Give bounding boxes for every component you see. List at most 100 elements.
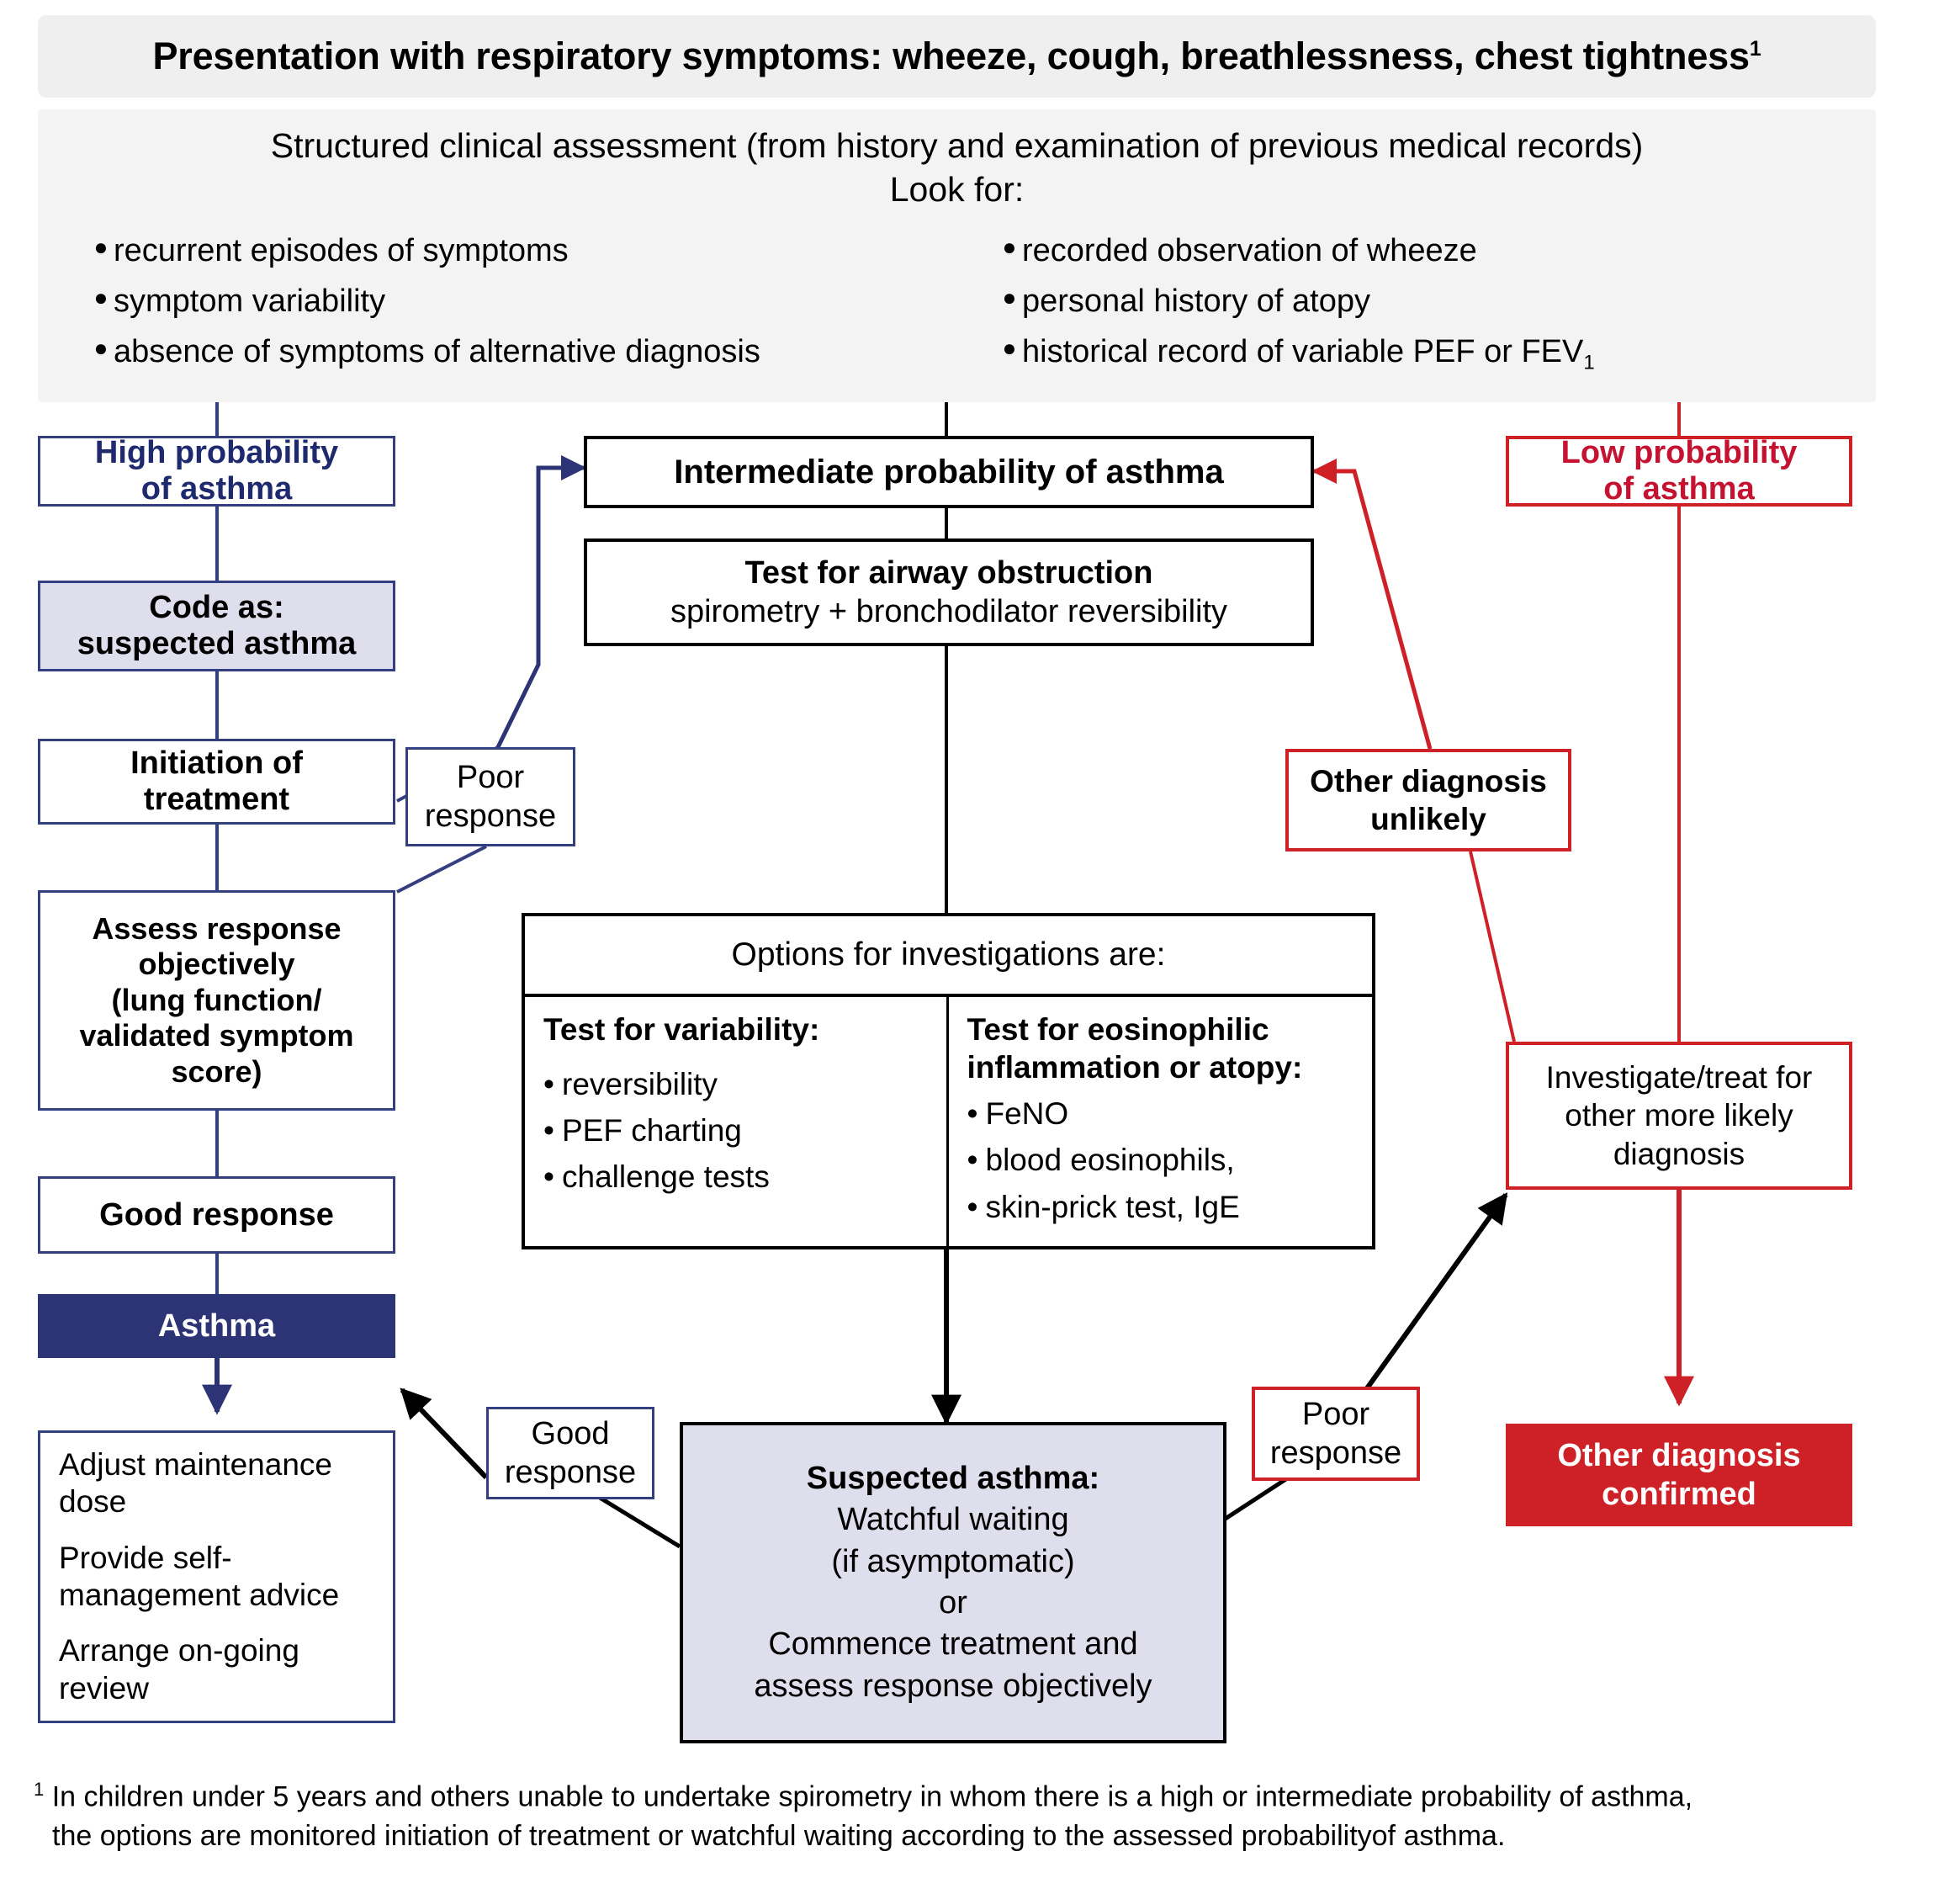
- node-line: review: [59, 1670, 149, 1706]
- list-item: •skin-prick test, IgE: [967, 1188, 1358, 1226]
- node-code-as-suspected-asthma[interactable]: Code as: suspected asthma: [38, 581, 395, 671]
- bullet-icon: •: [543, 1067, 554, 1102]
- header-banner: Presentation with respiratory symptoms: …: [38, 15, 1876, 98]
- node-other-diagnosis-unlikely[interactable]: Other diagnosis unlikely: [1285, 749, 1571, 851]
- options-column-title-line: inflammation or atopy:: [967, 1050, 1303, 1085]
- node-line: Suspected asthma:: [806, 1460, 1100, 1496]
- list-item-label: FeNO: [985, 1096, 1069, 1132]
- node-line: Good response: [99, 1196, 334, 1233]
- assessment-look-for-label: Look for:: [889, 170, 1025, 209]
- node-other-diagnosis-confirmed[interactable]: Other diagnosis confirmed: [1506, 1424, 1852, 1526]
- footnote-marker: 1: [34, 1779, 45, 1800]
- list-item-label-main: historical record of variable PEF or FEV: [1022, 333, 1584, 369]
- page-title-text: Presentation with respiratory symptoms: …: [152, 34, 1750, 77]
- list-item: ● recurrent episodes of symptoms: [88, 229, 972, 274]
- options-table-header: Options for investigations are:: [525, 916, 1372, 997]
- node-line: response: [1269, 1435, 1402, 1471]
- list-item-label: blood eosinophils,: [985, 1143, 1235, 1178]
- node-line: Intermediate probability of asthma: [674, 453, 1224, 491]
- bullet-icon: ●: [1002, 234, 1017, 260]
- bullet-icon: ●: [93, 234, 109, 260]
- assessment-bullets-left: ● recurrent episodes of symptoms ● sympt…: [88, 229, 972, 380]
- list-item: ● personal history of atopy: [997, 279, 1888, 325]
- node-line: response: [504, 1455, 637, 1490]
- node-line: Provide self-: [59, 1540, 232, 1575]
- node-initiation-of-treatment[interactable]: Initiation of treatment: [38, 739, 395, 825]
- bullet-icon: •: [967, 1143, 978, 1178]
- node-line: other more likely: [1565, 1098, 1793, 1133]
- node-good-response-bottom[interactable]: Good response: [486, 1407, 654, 1499]
- node-line: Other diagnosis: [1310, 763, 1547, 798]
- list-item-label: historical record of variable PEF or FEV…: [1022, 330, 1888, 378]
- node-high-probability-of-asthma[interactable]: High probability of asthma: [38, 435, 395, 507]
- node-line: Low probability: [1560, 435, 1798, 470]
- list-item-label: symptom variability: [114, 283, 386, 319]
- list-item-label: PEF charting: [562, 1113, 742, 1149]
- bullet-icon: •: [543, 1113, 554, 1149]
- node-options-for-investigations[interactable]: Options for investigations are: Test for…: [522, 913, 1375, 1253]
- node-asthma[interactable]: Asthma: [38, 1294, 395, 1358]
- node-line: Assess response: [92, 910, 342, 946]
- node-line: dose: [59, 1484, 127, 1520]
- node-line: score): [171, 1053, 262, 1089]
- list-item: ● historical record of variable PEF or F…: [997, 330, 1888, 378]
- page-title-footnote-marker: 1: [1749, 37, 1761, 61]
- node-line: of asthma: [140, 471, 293, 507]
- node-line: management advice: [59, 1578, 340, 1612]
- list-item: •blood eosinophils,: [967, 1141, 1358, 1179]
- list-item-label: reversibility: [562, 1067, 718, 1102]
- bullet-icon: ●: [93, 334, 109, 361]
- list-item-label: absence of symptoms of alternative diagn…: [114, 333, 760, 369]
- node-line: Watchful waiting: [837, 1502, 1069, 1538]
- node-line: Adjust maintenance: [59, 1446, 332, 1482]
- node-test-for-airway-obstruction[interactable]: Test for airway obstruction spirometry +…: [584, 538, 1314, 646]
- node-intermediate-probability-of-asthma[interactable]: Intermediate probability of asthma: [584, 436, 1314, 508]
- node-line: objectively: [138, 947, 295, 982]
- options-column-title: Test for variability:: [543, 1012, 820, 1047]
- node-line: High probability: [94, 435, 339, 470]
- node-line: (if asymptomatic): [831, 1543, 1075, 1579]
- node-line: diagnosis: [1613, 1136, 1745, 1171]
- node-line: Commence treatment and: [768, 1626, 1138, 1663]
- node-line: unlikely: [1370, 802, 1486, 836]
- list-item: •challenge tests: [543, 1158, 931, 1196]
- node-poor-response-upper[interactable]: Poor response: [405, 747, 575, 846]
- node-investigate-treat-other-diagnosis[interactable]: Investigate/treat for other more likely …: [1506, 1042, 1852, 1190]
- list-item: ● absence of symptoms of alternative dia…: [88, 330, 972, 375]
- node-line: Other diagnosis: [1557, 1437, 1801, 1473]
- node-line: assess response objectively: [754, 1668, 1152, 1704]
- node-suspected-asthma-watchful-waiting[interactable]: Suspected asthma: Watchful waiting (if a…: [680, 1422, 1226, 1743]
- options-column-title-line: Test for eosinophilic: [967, 1012, 1269, 1047]
- bullet-icon: ●: [1002, 334, 1017, 361]
- list-item-label: challenge tests: [562, 1159, 770, 1195]
- options-column-title: Test for eosinophilic inflammation or at…: [967, 1011, 1358, 1086]
- node-line: or: [939, 1585, 967, 1621]
- node-assess-response-objectively[interactable]: Assess response objectively (lung functi…: [38, 890, 395, 1111]
- footnote: 1 In children under 5 years and others u…: [34, 1777, 1935, 1856]
- bullet-icon: •: [967, 1096, 978, 1132]
- node-line: Good: [531, 1415, 610, 1451]
- node-line: Poor: [456, 759, 525, 795]
- node-good-response-left[interactable]: Good response: [38, 1176, 395, 1254]
- node-low-probability-of-asthma[interactable]: Low probability of asthma: [1506, 435, 1852, 507]
- assessment-heading: Structured clinical assessment (from his…: [270, 126, 1644, 165]
- list-item-label-subscript: 1: [1583, 351, 1595, 374]
- list-item: ● symptom variability: [88, 279, 972, 325]
- bullet-icon: •: [967, 1189, 978, 1224]
- node-ongoing-management[interactable]: Adjust maintenance dose Provide self- ma…: [38, 1430, 395, 1723]
- footnote-line-1: In children under 5 years and others una…: [44, 1780, 1693, 1813]
- node-line: of asthma: [1603, 471, 1755, 507]
- node-line: Initiation of: [130, 745, 303, 781]
- options-table-body: Test for variability: •reversibility •PE…: [525, 997, 1372, 1253]
- node-poor-response-bottom[interactable]: Poor response: [1252, 1387, 1420, 1481]
- node-line: suspected asthma: [77, 626, 357, 661]
- assessment-bullets-right: ● recorded observation of wheeze ● perso…: [997, 229, 1888, 383]
- footnote-line-2: the options are monitored initiation of …: [52, 1820, 1506, 1853]
- options-column-eosinophilic: Test for eosinophilic inflammation or at…: [949, 997, 1373, 1253]
- node-line: Poor: [1301, 1396, 1370, 1432]
- list-item: •PEF charting: [543, 1111, 931, 1149]
- node-line: confirmed: [1602, 1477, 1756, 1512]
- node-line: Arrange on-going: [59, 1633, 299, 1668]
- page-title: Presentation with respiratory symptoms: …: [152, 34, 1761, 78]
